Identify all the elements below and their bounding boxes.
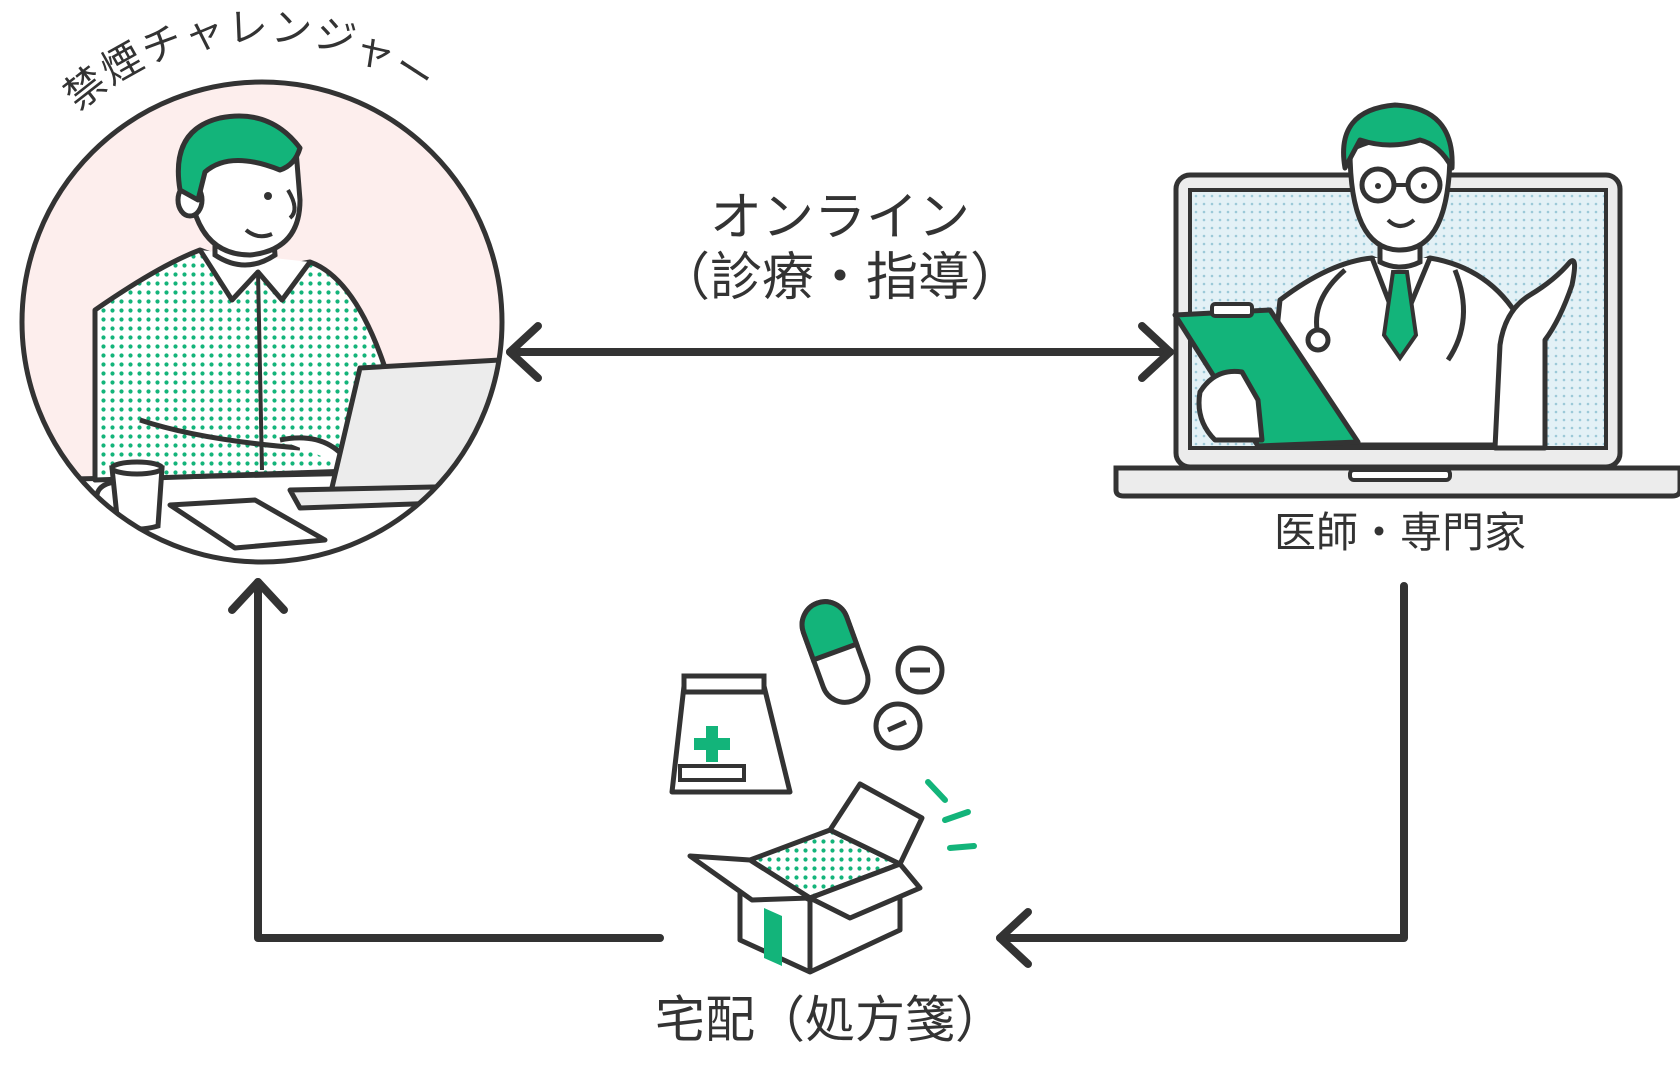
online-label-line2: （診療・指導） bbox=[657, 248, 1022, 308]
online-arrow bbox=[506, 322, 1174, 382]
doctor-illustration bbox=[1113, 102, 1680, 499]
delivery-illustration bbox=[669, 599, 977, 975]
delivery-to-challenger-arrow bbox=[228, 578, 664, 942]
doctor-to-delivery-arrow bbox=[996, 582, 1408, 968]
online-label: オンライン （診療・指導） bbox=[640, 188, 1040, 308]
delivery-label: 宅配（処方箋） bbox=[655, 991, 1005, 1049]
online-label-line1: オンライン bbox=[709, 188, 970, 248]
doctor-label: 医師・専門家 bbox=[1273, 508, 1526, 557]
challenger-illustration bbox=[19, 79, 505, 565]
